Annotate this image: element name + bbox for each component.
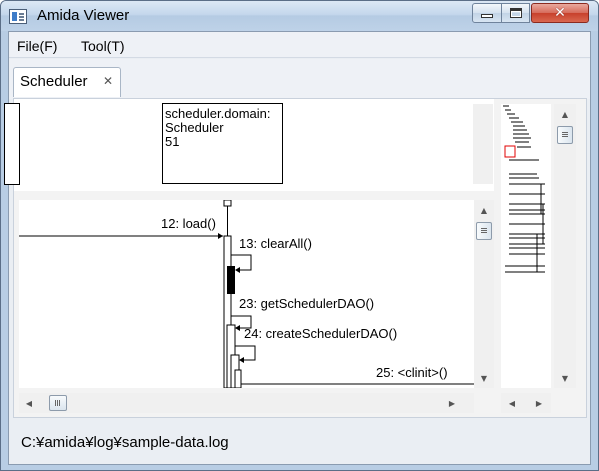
overview-viewport[interactable] xyxy=(504,145,516,158)
close-button[interactable]: ✕ xyxy=(531,3,589,23)
message-label[interactable]: 13: clearAll() xyxy=(239,236,312,251)
arrowhead xyxy=(218,233,223,239)
title-bar[interactable]: Amida Viewer ✕ xyxy=(1,1,598,31)
scroll-left-icon[interactable]: ◀ xyxy=(25,398,33,408)
window-title: Amida Viewer xyxy=(37,7,130,24)
activation-bar xyxy=(223,235,232,388)
lifeline-header: scheduler.domain: Scheduler 51 xyxy=(4,99,494,191)
scroll-left-icon[interactable]: ◀ xyxy=(508,398,516,408)
status-file-path: C:¥amida¥log¥sample-data.log xyxy=(21,434,229,451)
minimize-icon xyxy=(481,14,493,18)
self-call-arrow xyxy=(235,345,256,361)
lifeline-box-scheduler[interactable]: scheduler.domain: Scheduler 51 xyxy=(162,103,283,184)
message-label[interactable]: 12: load() xyxy=(161,216,216,231)
header-vertical-scrollbar[interactable] xyxy=(473,104,493,184)
scroll-down-icon[interactable]: ▼ xyxy=(480,373,488,383)
tab-label: Scheduler xyxy=(20,73,88,90)
arrowhead xyxy=(239,357,244,363)
lifeline-id: 51 xyxy=(165,134,180,149)
lifeline-class: Scheduler xyxy=(165,120,224,135)
minimize-button[interactable] xyxy=(472,3,502,23)
overview-scroll-thumb[interactable] xyxy=(557,126,573,144)
sequence-diagram-canvas: 12: load() 13: clearAll() 23: getSchedul… xyxy=(19,200,474,388)
menu-file[interactable]: File(F) xyxy=(17,38,58,54)
close-icon: ✕ xyxy=(554,5,566,21)
tab-strip: Scheduler ✕ xyxy=(9,59,590,99)
horizontal-scroll-thumb[interactable] xyxy=(49,395,67,411)
status-bar: C:¥amida¥log¥sample-data.log xyxy=(9,430,590,464)
message-label[interactable]: 24: createSchedulerDAO() xyxy=(244,326,397,341)
diagram-horizontal-scrollbar[interactable]: ◀ ▶ xyxy=(19,393,474,413)
sequence-panel: scheduler.domain: Scheduler 51 xyxy=(4,98,587,418)
tab-scheduler[interactable]: Scheduler ✕ xyxy=(13,67,121,97)
overview-canvas xyxy=(503,105,545,273)
overview-panel[interactable] xyxy=(501,104,551,388)
scroll-up-icon[interactable]: ▲ xyxy=(561,109,569,119)
overview-lines xyxy=(503,105,545,273)
maximize-button[interactable] xyxy=(501,3,530,23)
overview-horizontal-scrollbar[interactable]: ◀ ▶ xyxy=(501,393,551,413)
arrowhead xyxy=(235,325,240,331)
lifeline-head xyxy=(223,200,232,207)
self-call-arrow xyxy=(231,315,252,329)
menu-bar: File(F) Tool(T) xyxy=(9,32,590,58)
maximize-icon xyxy=(509,8,522,18)
app-icon xyxy=(9,9,27,24)
self-call-arrow xyxy=(231,254,252,271)
client-area: File(F) Tool(T) Scheduler ✕ scheduler.do… xyxy=(4,31,591,465)
sequence-diagram[interactable]: 12: load() 13: clearAll() 23: getSchedul… xyxy=(19,200,474,388)
scroll-up-icon[interactable]: ▲ xyxy=(480,205,488,215)
lifeline-package: scheduler.domain: xyxy=(165,106,271,121)
menu-tool[interactable]: Tool(T) xyxy=(81,38,125,54)
scroll-down-icon[interactable]: ▼ xyxy=(561,373,569,383)
lifeline-box-left[interactable] xyxy=(4,103,20,185)
vertical-scroll-thumb[interactable] xyxy=(476,222,492,240)
activation-bar xyxy=(234,369,242,388)
message-label[interactable]: 25: <clinit>() xyxy=(376,365,448,380)
scroll-right-icon[interactable]: ▶ xyxy=(535,398,543,408)
tab-close-icon[interactable]: ✕ xyxy=(103,74,114,88)
diagram-vertical-scrollbar[interactable]: ▲ ▼ xyxy=(474,200,494,388)
scroll-right-icon[interactable]: ▶ xyxy=(448,398,456,408)
activation-bar-active xyxy=(227,266,235,294)
overview-vertical-scrollbar[interactable]: ▲ ▼ xyxy=(554,104,576,388)
arrowhead xyxy=(235,267,240,273)
message-label[interactable]: 23: getSchedulerDAO() xyxy=(239,296,374,311)
